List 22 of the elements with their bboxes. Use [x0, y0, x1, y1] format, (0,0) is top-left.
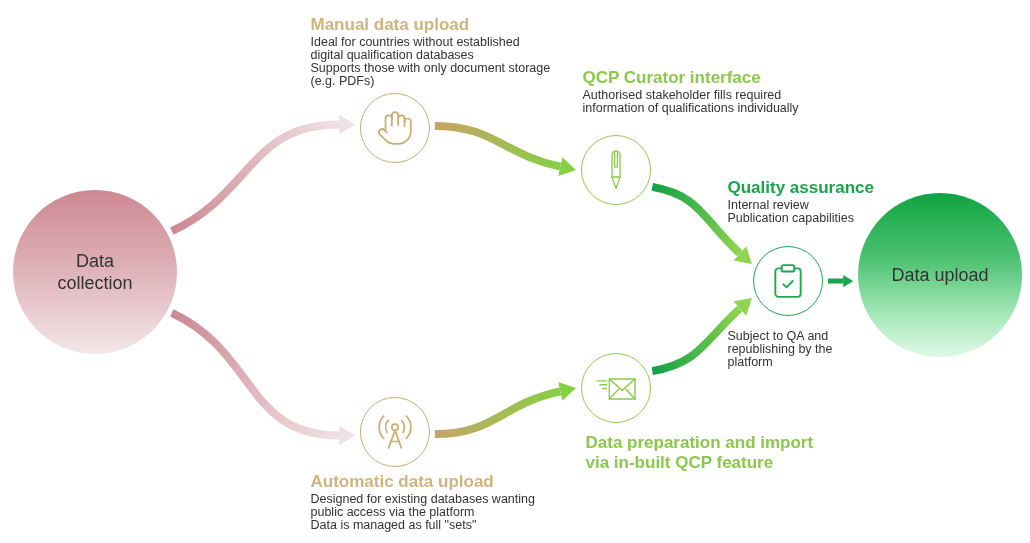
arrow	[434, 382, 576, 439]
step-description: Publication capabilities	[727, 211, 854, 225]
stage-label: Data upload	[891, 264, 989, 286]
arrow	[828, 275, 854, 288]
step-description: Supports those with only document storage (e.g. PDFs)	[310, 61, 552, 88]
arrow	[169, 309, 356, 446]
stage-label: Data collection	[56, 250, 134, 294]
arrow	[169, 114, 356, 235]
step-description: Data is managed as full "sets"	[310, 518, 477, 532]
step-description: Authorised stakeholder fills required information of qualifications individually	[582, 88, 800, 115]
step-description: Designed for existing databases wanting public access via the platform	[310, 492, 536, 519]
side-note: Subject to QA and republishing by the platform	[727, 329, 834, 369]
arrow	[434, 121, 576, 176]
step-title: Data preparation and import via in-built QCP feature	[585, 432, 815, 473]
step-title: Automatic data upload	[310, 471, 494, 492]
step-title: Manual data upload	[310, 14, 470, 35]
step-title: QCP Curator interface	[582, 67, 761, 88]
arrow	[651, 183, 752, 265]
arrow	[651, 297, 752, 375]
step-description: Ideal for countries without established digital qualification databases	[310, 35, 521, 62]
step-title: Quality assurance	[727, 177, 874, 198]
step-description: Internal review	[727, 198, 809, 212]
